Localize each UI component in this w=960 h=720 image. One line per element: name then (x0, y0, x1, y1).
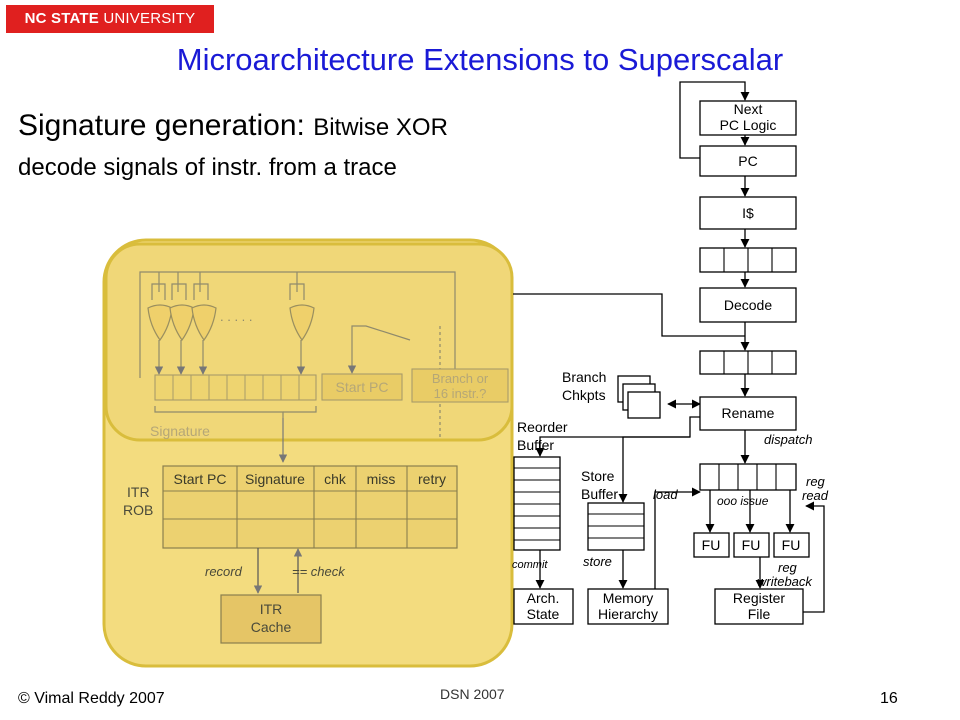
rob-col-start-pc: Start PC (174, 471, 227, 487)
pc-box (699, 145, 797, 177)
itr-rob-label-1: ITR (127, 484, 150, 500)
decode-label: Decode (724, 297, 772, 313)
record-label: record (205, 564, 243, 579)
brand-bold-text: NC STATE (24, 10, 99, 27)
branch-or-box (411, 368, 509, 403)
issue-queue (699, 463, 797, 491)
load-label: load (653, 487, 678, 502)
arch-state-box (513, 588, 574, 625)
fu-box-2 (733, 532, 770, 558)
reorder-buffer-label-1: Reorder (517, 419, 568, 435)
icache-box (699, 196, 797, 230)
slide-title: Microarchitecture Extensions to Supersca… (176, 42, 784, 77)
check-label: == check (292, 564, 346, 579)
page-number: 16 (880, 690, 898, 707)
start-pc-reg-label: Start PC (336, 379, 389, 395)
reorder-buffer-label-2: Buffer (517, 437, 554, 453)
university-logo: NC STATE UNIVERSITY (6, 5, 214, 33)
footer-author: © Vimal Reddy 2007 (18, 690, 165, 707)
rob-col-retry: retry (418, 471, 446, 487)
register-file-box (714, 588, 804, 625)
reg-writeback-label-1: reg (778, 560, 798, 575)
branch-or-label-1: Branch or (432, 371, 489, 386)
fu-box-1 (693, 532, 730, 558)
memory-hierarchy-label-1: Memory (603, 590, 654, 606)
branch-or-label-2: 16 instr.? (434, 386, 487, 401)
subtitle-small: Bitwise XOR (313, 114, 448, 141)
rename-label: Rename (722, 405, 775, 421)
memory-hierarchy-box (587, 588, 669, 625)
itr-cache-box (220, 594, 322, 644)
store-buffer-label-2: Buffer (581, 486, 618, 502)
rob-col-signature: Signature (245, 471, 305, 487)
register-file-label-2: File (748, 606, 771, 622)
dispatch-label: dispatch (764, 432, 812, 447)
fu-label-2: FU (742, 537, 761, 553)
rob-col-miss: miss (367, 471, 396, 487)
rob-col-chk: chk (324, 471, 347, 487)
brand-rest-text: UNIVERSITY (98, 10, 196, 27)
subtitle-line-2: decode signals of instr. from a trace (18, 154, 397, 181)
fu-label-3: FU (782, 537, 801, 553)
rename-box (699, 396, 797, 431)
itr-cache-label-1: ITR (260, 601, 283, 617)
next-pc-label-2: PC Logic (720, 117, 777, 133)
subtitle-line-1: Signature generation: Bitwise XOR (18, 106, 448, 148)
arch-state-label-2: State (527, 606, 560, 622)
reg-read-label-2: read (802, 488, 829, 503)
subtitle-main: Signature generation: (18, 109, 314, 142)
icache-label: I$ (742, 205, 754, 221)
signature-label: Signature (150, 423, 210, 439)
store-buffer-label-1: Store (581, 468, 615, 484)
commit-label: commit (512, 559, 548, 571)
itr-cache-label-2: Cache (251, 619, 292, 635)
itr-rob-label-2: ROB (123, 502, 153, 518)
register-file-label-1: Register (733, 590, 785, 606)
signature-register (154, 374, 317, 401)
memory-hierarchy-label-2: Hierarchy (598, 606, 658, 622)
reg-read-label-1: reg (806, 474, 826, 489)
footer-conference: DSN 2007 (440, 686, 505, 702)
branch-chkpts-label-1: Branch (562, 369, 606, 385)
xor-dots: . . . . . (220, 309, 253, 324)
store-label: store (583, 554, 612, 569)
decode-box (699, 287, 797, 323)
itr-rob-table: Start PC Signature chk miss retry (162, 465, 458, 549)
next-pc-label-1: Next (734, 101, 763, 117)
reg-writeback-label-2: writeback (757, 574, 813, 589)
xor-gates (147, 304, 315, 342)
next-pc-logic-box (699, 100, 797, 136)
fu-label-1: FU (702, 537, 721, 553)
fu-box-3 (773, 532, 810, 558)
arch-state-label-1: Arch. (527, 590, 560, 606)
branch-chkpts-stack (627, 391, 661, 419)
start-pc-register (321, 373, 403, 401)
branch-chkpts-label-2: Chkpts (562, 387, 606, 403)
itr-signature-panel (104, 242, 514, 442)
ooo-issue-label: ooo issue (717, 494, 769, 508)
pc-label: PC (738, 153, 757, 169)
